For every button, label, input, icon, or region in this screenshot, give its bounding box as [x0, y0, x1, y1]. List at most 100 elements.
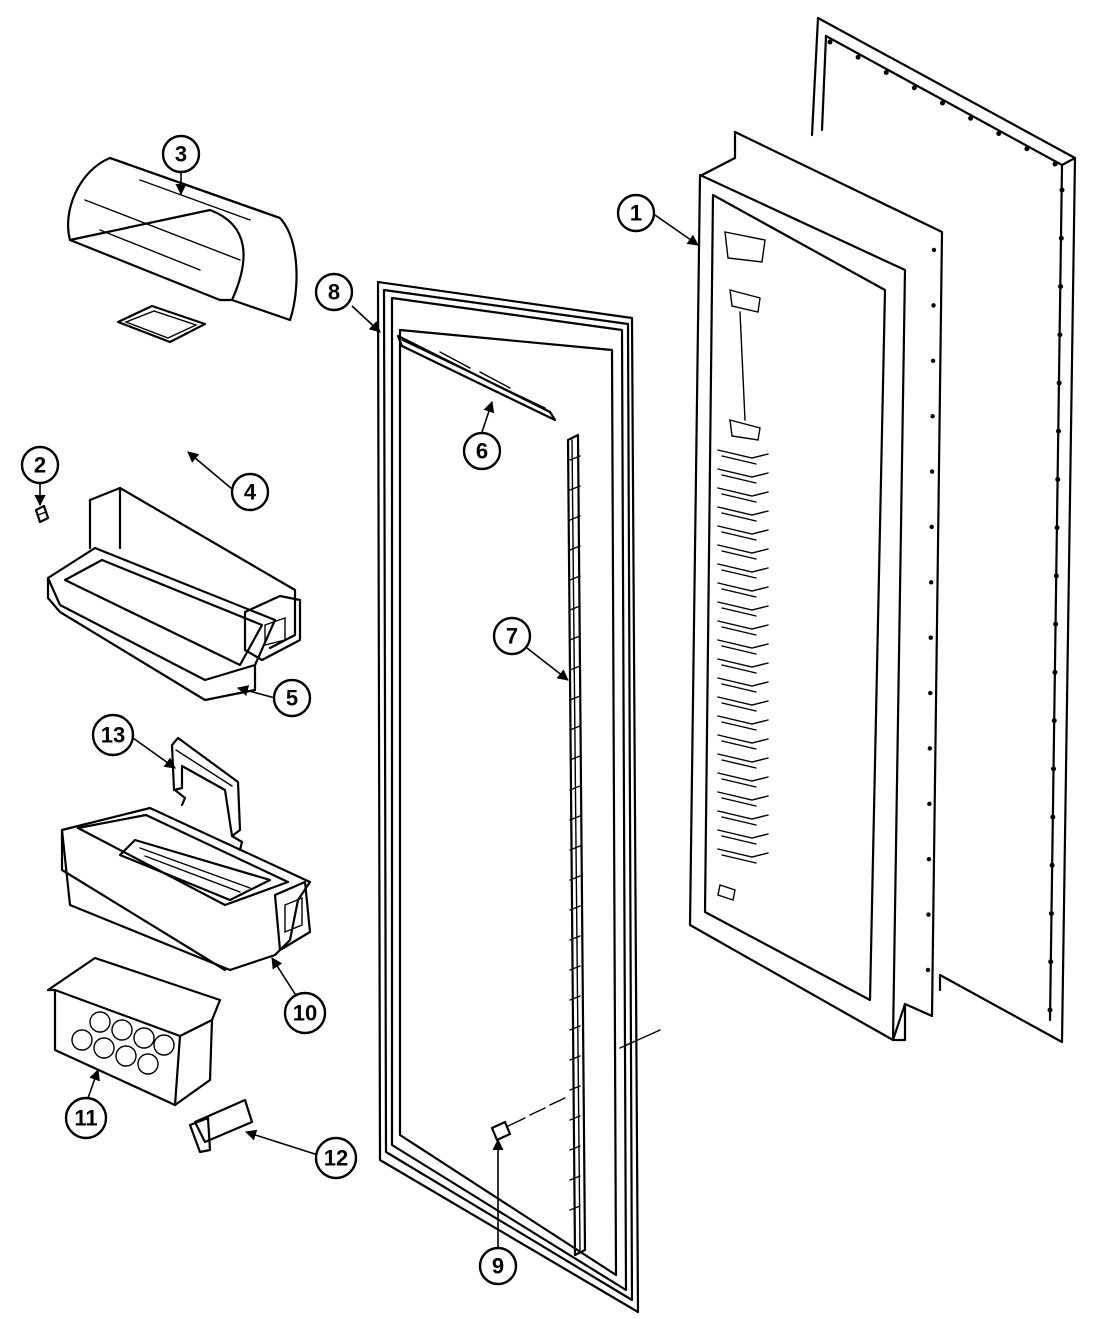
callout-9: 9: [478, 1246, 518, 1286]
svg-text:8: 8: [328, 280, 340, 305]
rail-notch: [569, 635, 581, 641]
panel-hole: [1059, 187, 1065, 193]
panel-hole: [1048, 959, 1054, 965]
rail-notch: [569, 1025, 581, 1031]
rail-notch: [569, 695, 581, 701]
svg-text:7: 7: [506, 624, 518, 649]
liner-ridge: [717, 734, 769, 750]
panel-hole: [929, 580, 934, 585]
svg-text:5: 5: [286, 686, 298, 711]
rail-notch: [569, 455, 581, 461]
svg-text:9: 9: [492, 1254, 504, 1279]
panel-hole: [928, 690, 933, 696]
callout-3: 3: [161, 134, 201, 174]
panel-hole: [926, 912, 931, 917]
egg-tray: [46, 956, 222, 1107]
panel-hole: [930, 358, 936, 363]
egg-cups: [71, 1011, 175, 1075]
rail-notch: [569, 1145, 581, 1151]
svg-text:2: 2: [34, 453, 46, 478]
liner-ridge: [717, 468, 769, 484]
svg-text:3: 3: [175, 142, 187, 167]
svg-text:1: 1: [630, 201, 642, 226]
rail-notch: [569, 815, 581, 821]
rail-notch: [569, 665, 581, 671]
rail-notch: [569, 725, 581, 731]
panel-hole: [1055, 428, 1061, 434]
callout-4: 4: [230, 472, 270, 512]
liner-ridge: [717, 848, 769, 864]
panel-hole: [1050, 814, 1056, 820]
panel-hole: [996, 131, 1002, 136]
top-trim-bar: [396, 334, 557, 422]
panel-hole: [931, 303, 936, 308]
panel-hole: [1057, 332, 1063, 338]
panel-hole: [929, 469, 935, 474]
callout-12: 12: [314, 1136, 358, 1180]
liner-ridge: [717, 753, 769, 769]
door-outer-panel: [810, 16, 1077, 1044]
rail-notch: [569, 1175, 581, 1181]
rail-notch: [569, 1085, 581, 1091]
panel-hole: [1049, 862, 1055, 868]
spring-clip: [188, 1098, 254, 1154]
liner-ridge: [717, 525, 769, 541]
panel-hole: [968, 115, 974, 121]
panel-hole: [1024, 146, 1030, 152]
panel-hole: [925, 967, 931, 973]
panel-hole: [929, 524, 934, 530]
door-bin: [60, 806, 312, 972]
side-rail: [566, 433, 587, 1257]
svg-text:4: 4: [244, 480, 257, 505]
svg-text:12: 12: [324, 1146, 348, 1171]
rail-notch: [569, 875, 581, 881]
panel-hole: [940, 100, 945, 106]
rail-notch: [569, 965, 581, 971]
panel-hole: [883, 70, 889, 75]
rail-notch: [569, 845, 581, 851]
rail-notch: [569, 515, 581, 521]
liner-ridge: [717, 772, 769, 788]
rail-notch: [569, 545, 581, 551]
door-liner: [688, 130, 944, 1042]
panel-hole: [1055, 476, 1061, 482]
leader-lines: [34, 172, 699, 1248]
panel-hole: [855, 54, 861, 60]
liner-ridge: [717, 791, 769, 807]
panel-hole: [1051, 766, 1057, 772]
callout-2: 2: [20, 445, 60, 485]
small-screw: [34, 504, 50, 524]
liner-ridge: [717, 582, 769, 598]
panel-hole: [927, 746, 933, 751]
svg-text:13: 13: [101, 723, 125, 748]
panel-hole: [1058, 283, 1064, 289]
door-gasket: [376, 280, 640, 1314]
panel-hole: [930, 413, 935, 419]
panel-hole: [1053, 621, 1059, 627]
liner-ridge: [717, 715, 769, 731]
rail-notch: [569, 1055, 581, 1061]
rail-notch: [569, 905, 581, 911]
liner-ridge: [717, 487, 769, 503]
callout-1: 1: [616, 193, 656, 233]
rail-notch: [569, 785, 581, 791]
rail-notch: [569, 1115, 581, 1121]
svg-text:10: 10: [293, 1001, 317, 1026]
liner-ridge: [717, 810, 769, 826]
liner-ridge: [717, 544, 769, 560]
dairy-door: [116, 304, 207, 344]
panel-hole: [931, 247, 937, 253]
panel-hole: [1051, 718, 1057, 724]
rail-notch: [569, 605, 581, 611]
dairy-cover: [67, 156, 298, 322]
callout-8: 8: [314, 272, 354, 312]
panel-hole: [1047, 1007, 1053, 1013]
panel-hole: [911, 85, 917, 91]
rail-notch: [569, 1205, 581, 1211]
callout-5: 5: [272, 678, 312, 718]
rail-notch: [569, 485, 581, 491]
screw: [490, 1029, 661, 1142]
panel-hole: [927, 801, 932, 807]
liner-ridge: [717, 696, 769, 712]
